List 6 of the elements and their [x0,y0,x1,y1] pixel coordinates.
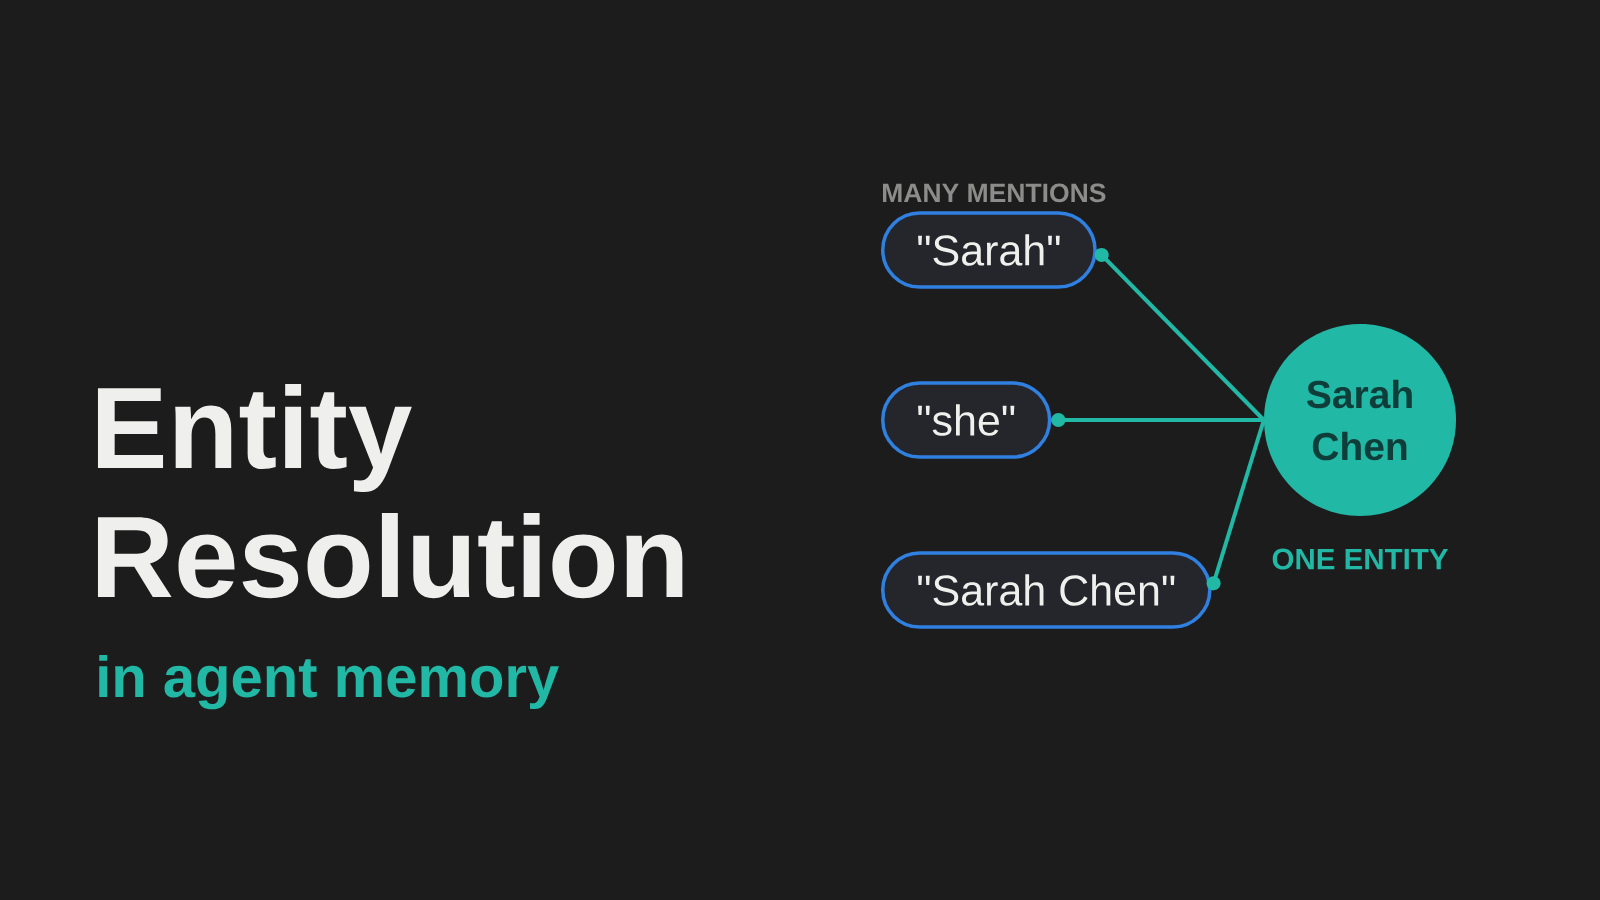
mention-pill: "she" [881,381,1052,459]
mention-pill: "Sarah Chen" [881,551,1212,629]
title: Entity Resolution [97,383,683,599]
subtitle: in agent memory [99,655,559,710]
mention-pill: "Sarah" [881,211,1097,289]
node-label: ONE ENTITY [1272,548,1449,570]
